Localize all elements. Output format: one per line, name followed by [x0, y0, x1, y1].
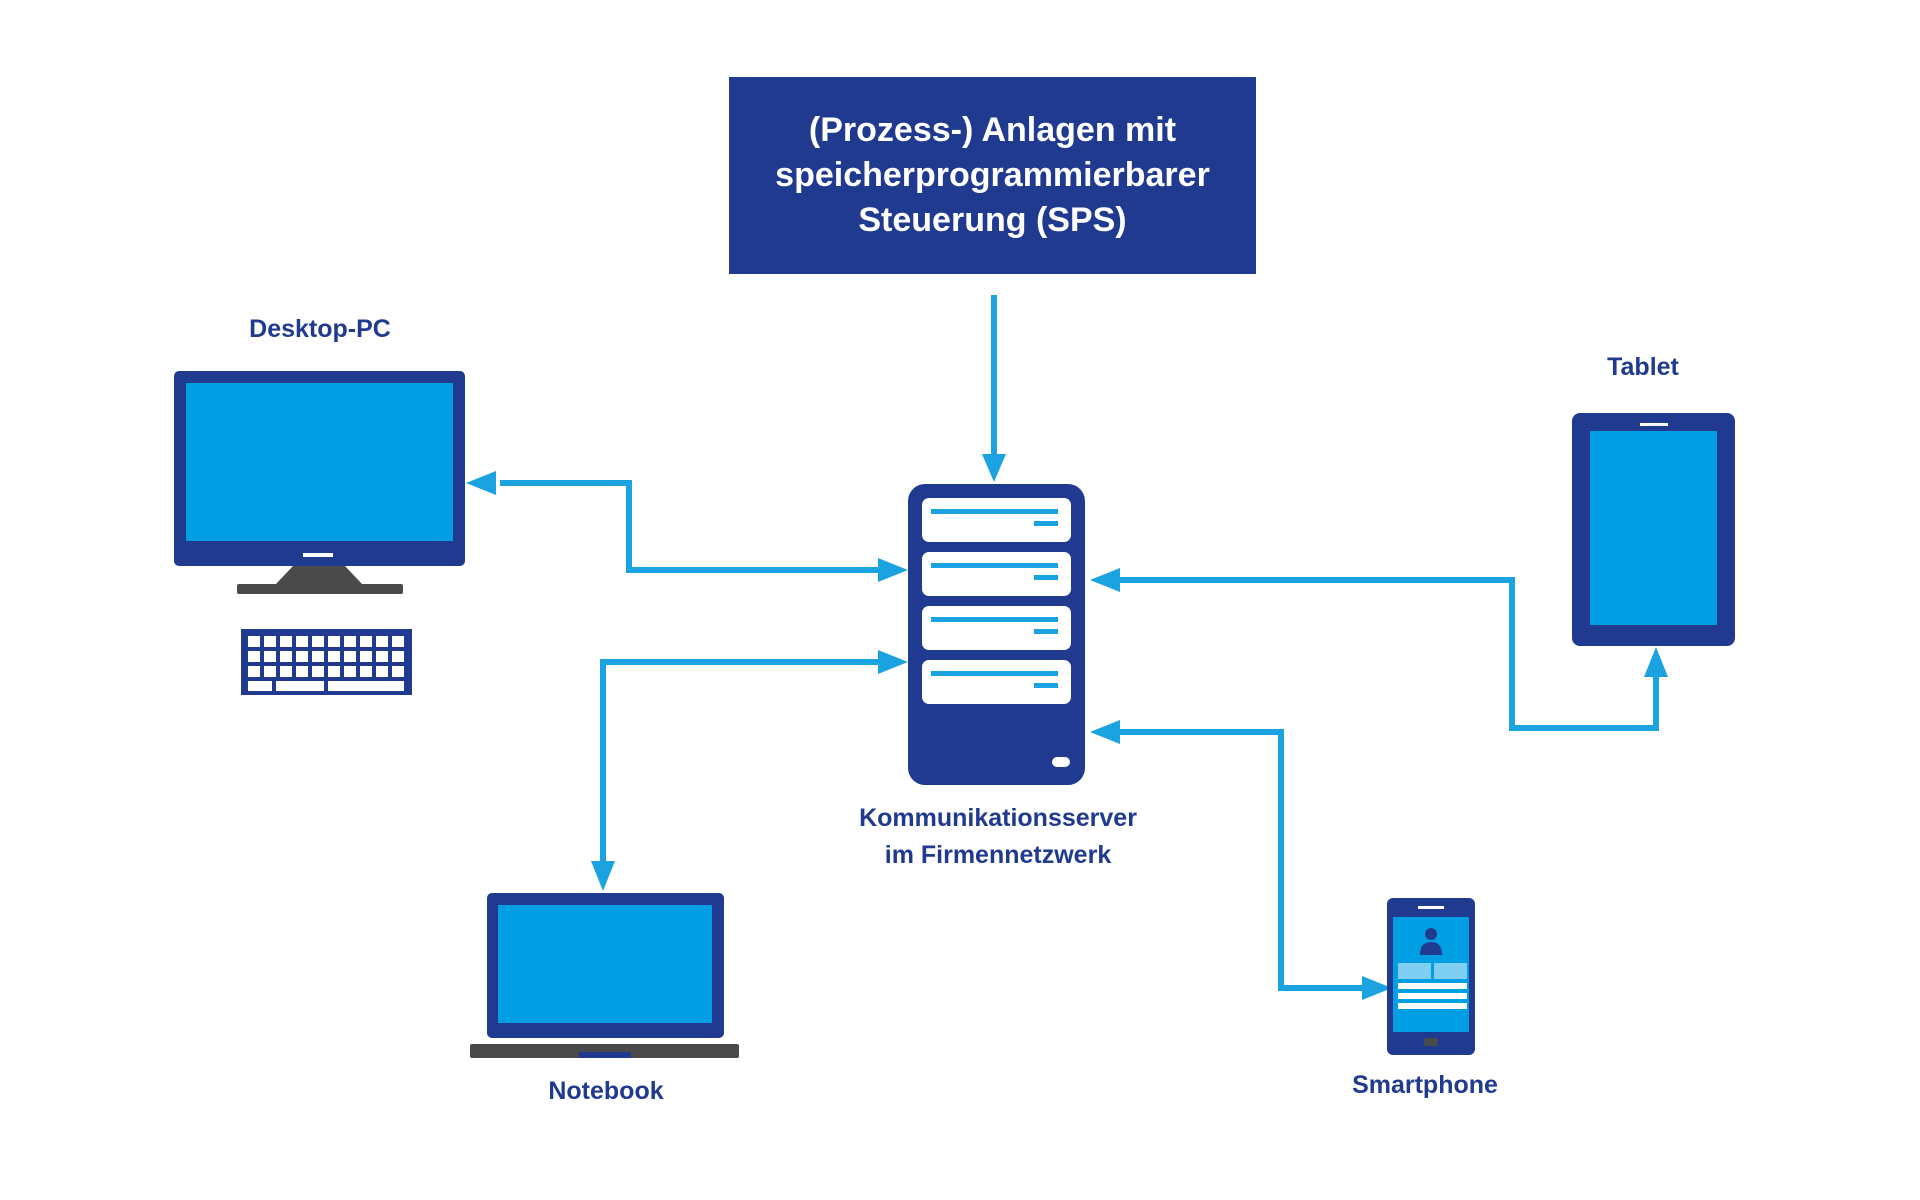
- connection-server-desktop: [466, 471, 908, 582]
- plc-line-1: (Prozess-) Anlagen mit: [808, 111, 1177, 149]
- plc-line-3: Steuerung (SPS): [858, 201, 1127, 239]
- smartphone-label: Smartphone: [1352, 1071, 1498, 1099]
- server-label-line-1: Kommunikationsserver: [859, 804, 1137, 832]
- keyboard-icon: [241, 629, 412, 695]
- server-label: Kommunikationsserver im Firmennetzwerk: [838, 800, 1158, 874]
- smartphone-icon: [1387, 898, 1475, 1055]
- desktop-monitor-icon: [174, 371, 465, 594]
- connection-server-smartphone: [1090, 720, 1392, 1000]
- plc-box: (Prozess-) Anlagen mit speicherprogrammi…: [729, 77, 1256, 274]
- server-slot: [922, 498, 1071, 542]
- desktop-label: Desktop-PC: [249, 315, 391, 343]
- plc-line-2: speicherprogrammierbarer: [775, 156, 1210, 194]
- server-slot: [922, 552, 1071, 596]
- notebook-label: Notebook: [548, 1077, 664, 1105]
- server-label-line-2: im Firmennetzwerk: [884, 841, 1112, 869]
- server-slot: [922, 660, 1071, 704]
- tablet-label: Tablet: [1607, 353, 1679, 381]
- laptop-icon: [470, 893, 739, 1058]
- server-tower-icon: [908, 484, 1085, 785]
- connection-server-notebook: [591, 650, 908, 891]
- tablet-icon: [1572, 413, 1735, 646]
- server-slot: [922, 606, 1071, 650]
- connection-server-tablet: [1090, 568, 1668, 731]
- connection-plc-to-server: [982, 295, 1006, 482]
